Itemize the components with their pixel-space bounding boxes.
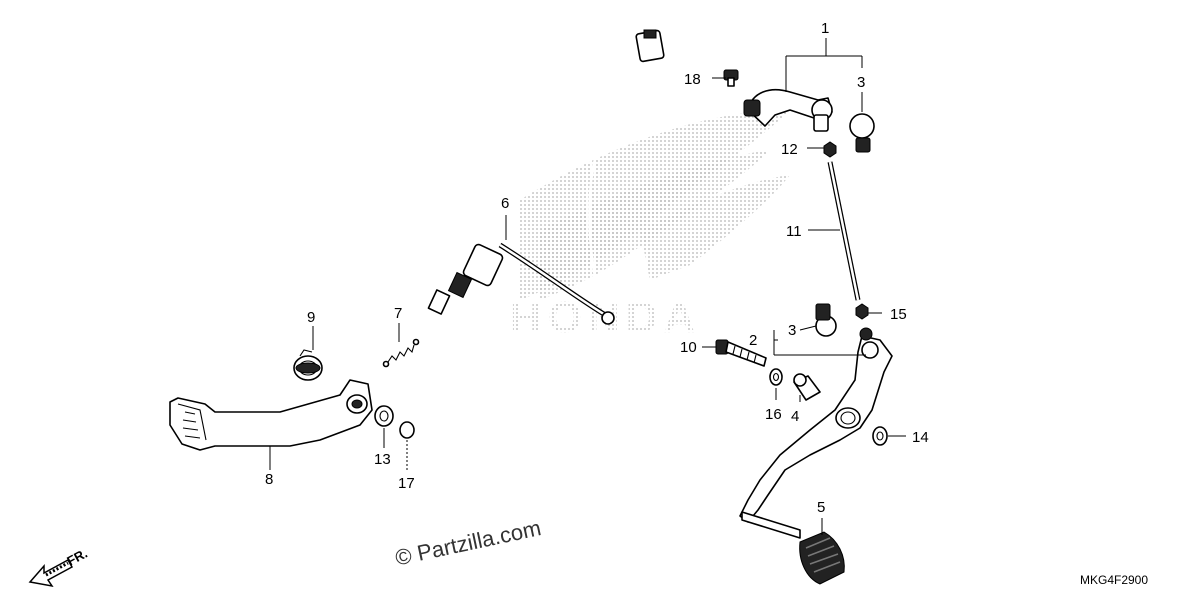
front-direction-indicator: FR. xyxy=(28,546,90,588)
callout-6: 6 xyxy=(501,195,509,212)
callout-5: 5 xyxy=(817,499,825,516)
callout-12: 12 xyxy=(781,141,798,158)
part-8-brake-pedal[interactable] xyxy=(169,379,373,451)
callout-7: 7 xyxy=(394,305,402,322)
part-4-collar[interactable] xyxy=(793,373,821,401)
callout-numbers: 1 3 18 12 11 6 7 9 15 3 2 10 16 4 14 8 1… xyxy=(265,20,929,516)
part-9-brake-pedal-spring[interactable] xyxy=(293,349,323,381)
part-10-pivot-bolt[interactable] xyxy=(715,339,767,367)
part-15-nut[interactable] xyxy=(855,303,869,320)
callout-4: 4 xyxy=(791,408,799,425)
callout-10: 10 xyxy=(680,339,697,356)
part-13-washer[interactable] xyxy=(374,405,394,427)
part-7-return-spring[interactable] xyxy=(382,338,420,368)
part-16-washer[interactable] xyxy=(769,368,783,386)
leader-lines xyxy=(269,38,906,535)
callout-16: 16 xyxy=(765,406,782,423)
part-11-gearshift-rod[interactable] xyxy=(827,161,861,301)
callout-1: 1 xyxy=(821,20,829,37)
callout-14: 14 xyxy=(912,429,929,446)
part-3-lower-rod-end[interactable] xyxy=(815,303,837,337)
callout-2: 2 xyxy=(749,332,757,349)
part-14-washer[interactable] xyxy=(872,426,888,446)
callout-15: 15 xyxy=(890,306,907,323)
part-1-gearshift-arm[interactable] xyxy=(743,88,833,132)
part-5-pedal-rubber[interactable] xyxy=(799,531,845,585)
part-2-gearshift-pedal[interactable] xyxy=(739,327,893,539)
callout-11: 11 xyxy=(786,223,802,240)
callout-13: 13 xyxy=(374,451,391,468)
callout-3-upper: 3 xyxy=(857,74,865,91)
callout-8: 8 xyxy=(265,471,273,488)
part-6-rear-brake-switch[interactable] xyxy=(427,29,665,325)
callout-18: 18 xyxy=(684,71,701,88)
honda-wing-watermark xyxy=(520,110,790,300)
callout-9: 9 xyxy=(307,309,315,326)
part-18-bolt[interactable] xyxy=(723,69,739,87)
part-12-nut[interactable] xyxy=(823,141,837,158)
diagram-code: MKG4F2900 xyxy=(1080,573,1149,587)
part-3-upper-rod-end[interactable] xyxy=(849,113,875,153)
callout-17: 17 xyxy=(398,475,415,492)
callout-3-lower: 3 xyxy=(788,322,796,339)
part-17-snap-ring[interactable] xyxy=(399,421,415,439)
